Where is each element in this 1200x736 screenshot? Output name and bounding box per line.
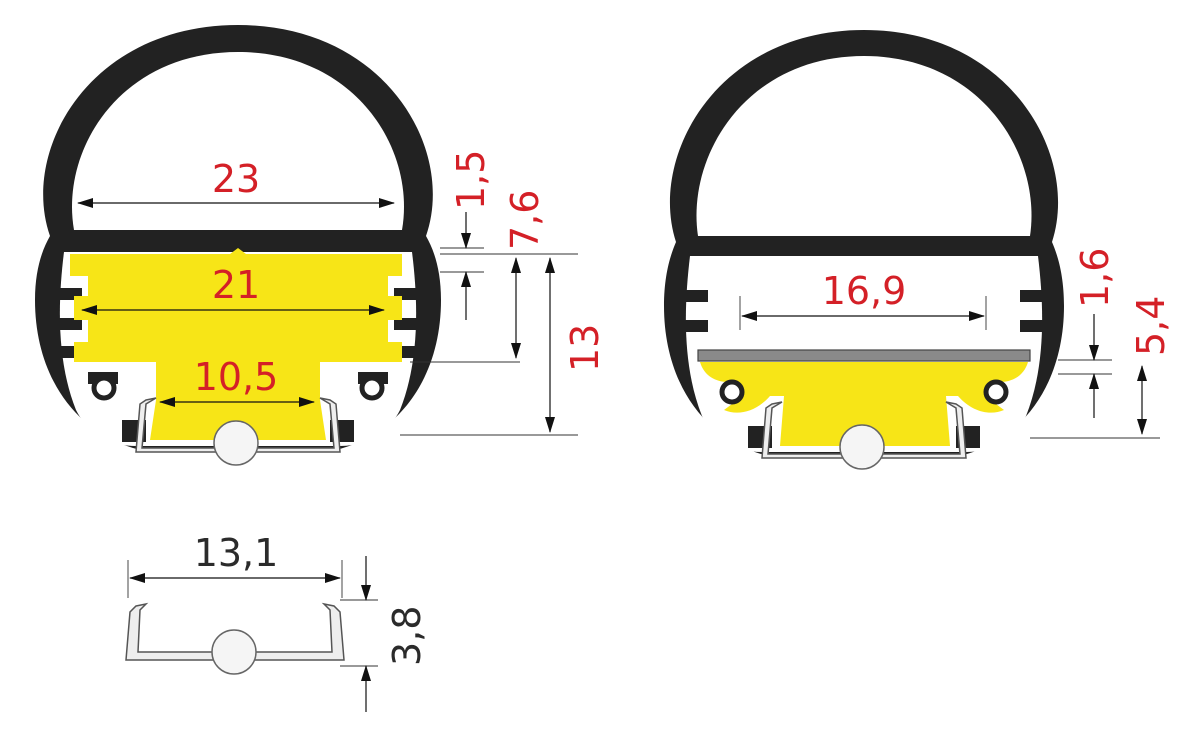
dim-10-5: 10,5 <box>194 355 279 399</box>
dim-21: 21 <box>212 263 260 307</box>
right-lens <box>839 424 885 470</box>
dim-13-1: 13,1 <box>194 531 279 575</box>
left-profile <box>35 25 441 466</box>
left-lens <box>213 420 259 466</box>
left-profile-upper-chamber <box>71 52 405 230</box>
dim-13: 13 <box>563 324 607 372</box>
right-insert <box>700 362 1028 446</box>
right-profile-upper-chamber <box>696 56 1032 236</box>
clip-lens <box>211 629 257 675</box>
dim-3-8: 3,8 <box>385 606 429 666</box>
right-dimensions: 16,9 1,6 5,4 <box>739 248 1173 439</box>
left-dimensions: 23 21 10,5 1,5 7,6 13 <box>77 150 607 436</box>
right-clip <box>761 401 967 459</box>
left-clip <box>135 397 341 453</box>
dim-5-4: 5,4 <box>1129 296 1173 356</box>
dim-1-6: 1,6 <box>1073 248 1117 308</box>
dim-23: 23 <box>212 157 260 201</box>
dim-16-9: 16,9 <box>822 269 907 313</box>
dim-7-6: 7,6 <box>503 190 547 250</box>
right-profile <box>664 30 1064 470</box>
dim-1-5: 1,5 <box>449 150 493 210</box>
clip-detail: 13,1 3,8 <box>125 531 429 712</box>
right-diffuser <box>697 349 1031 362</box>
left-insert <box>70 248 402 440</box>
clip-channel <box>125 602 345 661</box>
